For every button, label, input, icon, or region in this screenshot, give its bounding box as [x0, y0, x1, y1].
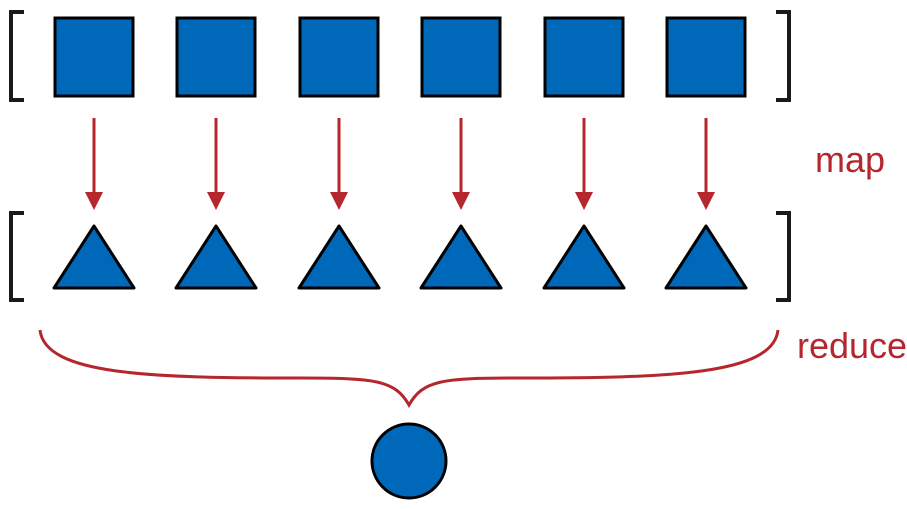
mapped-left-bracket: [9, 211, 24, 302]
mapped-triangle: [297, 224, 381, 290]
map-arrow-head: [697, 192, 715, 210]
map-arrow: [575, 118, 593, 210]
map-label: map: [815, 139, 885, 180]
input-right-bracket: [776, 10, 791, 102]
input-squares: [53, 16, 747, 98]
reduce-label: reduce: [797, 325, 907, 366]
mapped-list: [9, 211, 791, 302]
map-arrows: [85, 118, 715, 210]
mapped-triangle: [664, 224, 748, 290]
mapped-triangle: [174, 224, 258, 290]
map-arrow-head: [575, 192, 593, 210]
result-circle: [370, 422, 448, 500]
input-list: [9, 10, 791, 102]
map-arrow: [330, 118, 348, 210]
mapped-triangle: [52, 224, 136, 290]
input-square: [175, 16, 257, 98]
map-arrow-head: [207, 192, 225, 210]
map-arrow-head: [330, 192, 348, 210]
mapped-right-bracket: [776, 211, 791, 302]
reduce-brace: [38, 329, 780, 409]
input-square: [543, 16, 625, 98]
input-square: [298, 16, 380, 98]
map-arrow-head: [452, 192, 470, 210]
input-square: [665, 16, 747, 98]
mapped-triangles: [52, 224, 748, 290]
map-arrow: [207, 118, 225, 210]
input-square: [420, 16, 502, 98]
map-arrow: [452, 118, 470, 210]
mapped-triangle: [419, 224, 503, 290]
map-arrow: [697, 118, 715, 210]
mapped-triangle: [542, 224, 626, 290]
map-arrow-head: [85, 192, 103, 210]
input-left-bracket: [9, 10, 24, 102]
map-arrow: [85, 118, 103, 210]
input-square: [53, 16, 135, 98]
